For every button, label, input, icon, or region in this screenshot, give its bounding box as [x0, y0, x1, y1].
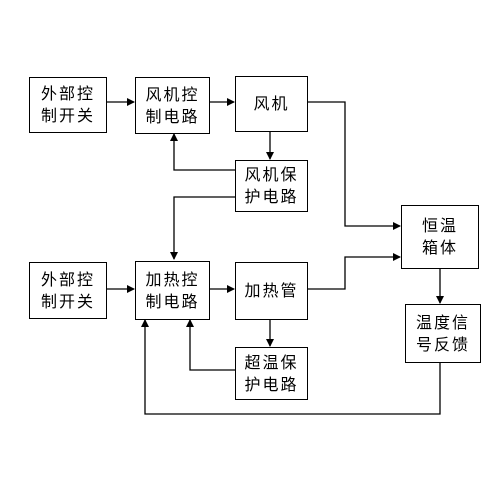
node-label-line1: 风机: [253, 94, 290, 113]
arrow-overtemp-to-heatctrl: [186, 319, 235, 371]
node-label-line2: 制电路: [145, 291, 200, 311]
node-label-line2: 制开关: [40, 291, 95, 311]
node-label-line2: 制电路: [145, 106, 200, 126]
arrow-heater-to-chamber: [307, 253, 401, 290]
arrow-fan-to-chamber: [307, 101, 401, 230]
heating-control-circuit: 加热控 制电路: [135, 261, 210, 320]
heating-tube: 加热管: [235, 262, 308, 320]
node-label-line1: 超温保: [244, 352, 299, 372]
node-label-line1: 外部控: [40, 269, 95, 289]
node-label-line1: 恒温: [421, 216, 458, 235]
node-label-line1: 加热控: [145, 269, 200, 289]
arrow-fanprotect-to-heatctrl: [170, 196, 235, 260]
node-label-line1: 外部控: [40, 84, 95, 103]
node-label-line1: 温度信: [415, 312, 470, 332]
external-control-switch-top: 外部控 制开关: [29, 77, 107, 133]
node-label-line1: 风机控: [145, 84, 200, 104]
node-label-line1: 加热管: [244, 281, 299, 300]
node-label-line2: 护电路: [244, 187, 299, 206]
temperature-signal-feedback: 温度信 号反馈: [405, 304, 481, 363]
constant-temperature-chamber: 恒温 箱体: [401, 205, 479, 269]
arrow-feedback-to-heatctrl: [141, 319, 441, 415]
node-label-line2: 制开关: [40, 106, 95, 125]
external-control-switch-bottom: 外部控 制开关: [29, 262, 107, 319]
node-label-line2: 箱体: [421, 238, 458, 257]
fan: 风机: [235, 76, 308, 132]
arrow-fanprotect-to-fanctrl: [170, 133, 235, 171]
node-label-line1: 风机保: [244, 165, 299, 184]
node-label-line2: 号反馈: [415, 334, 470, 354]
fan-control-circuit: 风机控 制电路: [135, 77, 210, 134]
fan-protection-circuit: 风机保 护电路: [235, 160, 308, 212]
node-label-line2: 护电路: [244, 374, 299, 394]
over-temperature-protection-circuit: 超温保 护电路: [235, 347, 308, 400]
